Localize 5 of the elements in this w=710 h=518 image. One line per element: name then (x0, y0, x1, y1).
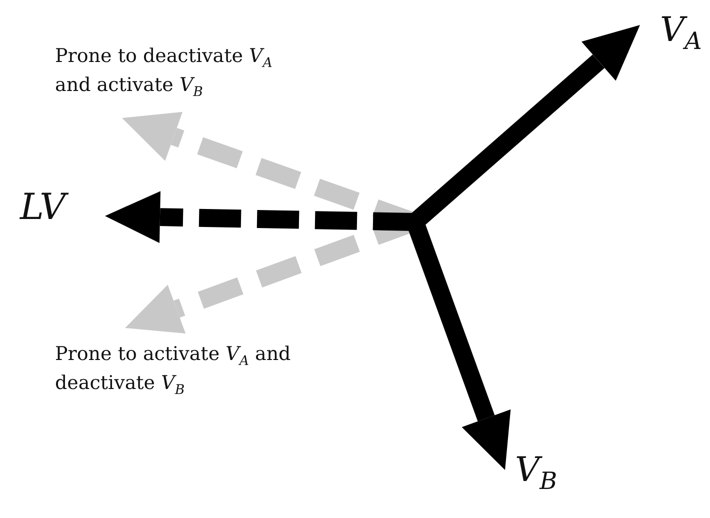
vector-label: V$_{B}$ (515, 449, 558, 497)
vector-label: LV (20, 184, 100, 233)
vector-label: V$_{A}$ (660, 9, 703, 57)
annotation-text: Prone to deactivate V$_{A}$ and activate V$_{B}$ (55, 44, 274, 102)
annotation-text: Prone to activate V$_{A}$ and deactivate V$_{B}$ (55, 342, 292, 400)
